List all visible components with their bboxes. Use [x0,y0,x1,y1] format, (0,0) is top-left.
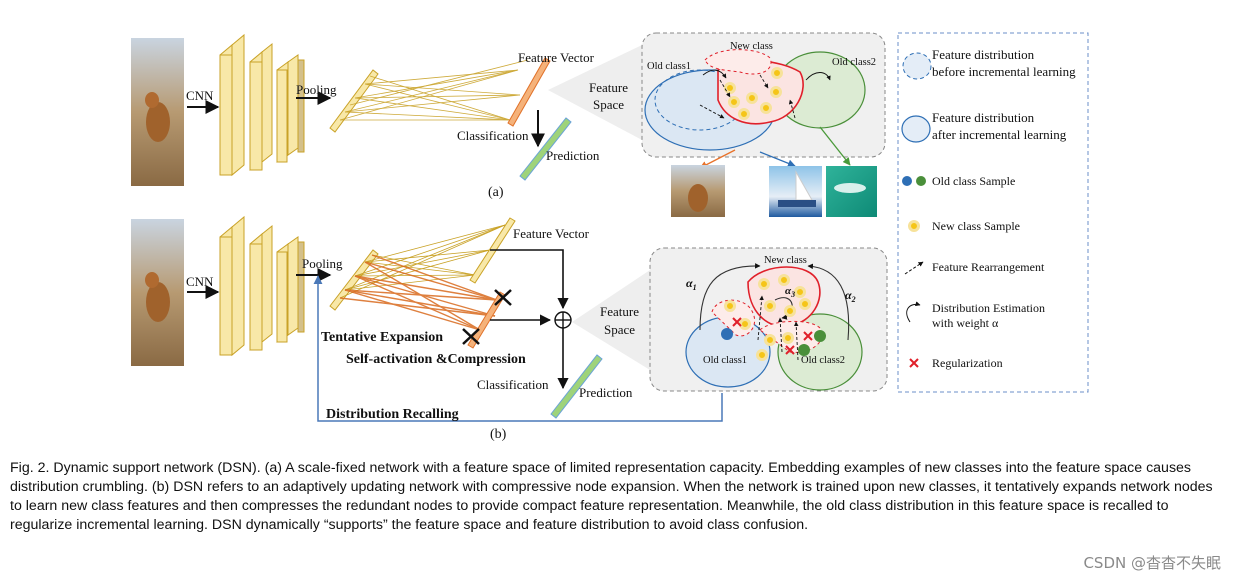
old-class2-label-b: Old class2 [801,355,845,366]
legend-regularization: Regularization [932,356,1003,370]
pooled-vector-b [329,249,379,311]
legend-rearrangement-icon [904,261,924,275]
feature-space-panel-b: New class Old class1 Old class2 α1 α2 α3 [649,247,888,392]
new-class-label-a: New class [730,41,773,52]
sum-node [554,311,572,329]
legend-after-icon [901,115,931,143]
pooling-label-b: Pooling [302,256,343,271]
fc-connections-b [339,224,506,299]
alpha3-label: α3 [785,285,795,299]
legend-rearrangement: Feature Rearrangement [932,260,1045,274]
fc-connections-a [339,59,529,121]
legend-after-line2: after incremental learning [932,127,1067,142]
legend-new-sample-icon [908,220,920,232]
arrow-out-boat [759,151,796,168]
legend-before-line1: Feature distribution [932,47,1035,62]
alpha2-label: α2 [845,288,856,304]
prediction-label-a: Prediction [546,148,600,163]
input-image-b [131,219,184,366]
feature-space-panel-a: New class Old class1 Old class2 [641,32,886,158]
prediction-label-b: Prediction [579,385,633,400]
pooling-label-a: Pooling [296,82,337,97]
pruned-node-mark-2 [462,328,480,345]
alpha1-label: α1 [686,276,697,292]
input-image-a [131,38,184,186]
zoom-wedge-a [548,45,642,140]
classification-label-b: Classification [477,377,549,392]
feature-space-label-b1: Feature [600,304,639,319]
legend-before-icon [902,52,932,80]
figure-caption: Fig. 2. Dynamic support network (DSN). (… [10,460,1213,533]
legend-old-sample-green [916,176,926,186]
old-class1-label-a: Old class1 [647,61,691,72]
legend-new-sample: New class Sample [932,219,1020,233]
self-activation-label: Self-activation &Compression [346,352,526,367]
classification-label-a: Classification [457,128,529,143]
cnn-layers-b [219,215,305,357]
legend-old-sample: Old class Sample [932,174,1015,188]
new-class-label-b: New class [764,255,807,266]
legend-estimation-icon [906,301,921,323]
feature-space-label-b2: Space [604,322,635,337]
pruned-node-mark-1 [494,289,512,306]
prediction-vector-b [550,354,603,419]
output-image-fish [826,166,877,217]
cnn-label-a: CNN [186,88,214,103]
distribution-recalling-line [313,275,723,422]
feature-space-label-a2: Space [593,97,624,112]
panel-a-label: (a) [488,185,504,200]
arrow-to-sum-top [490,249,569,310]
feature-vector-label-b: Feature Vector [513,226,590,241]
old-class1-label-b: Old class1 [703,355,747,366]
prediction-vector-a [519,117,572,181]
panel-b-label: (b) [490,427,507,442]
arrow-out-fish [819,126,851,166]
pooled-vector-a [329,69,379,133]
legend-regularization-icon [909,358,919,368]
watermark: CSDN @杳杳不失眠 [1083,554,1221,572]
panel-b: CNN Pooling Feature Ve [131,215,888,442]
fc-expansion-b [339,254,498,331]
legend: Feature distribution before incremental … [897,32,1089,393]
legend-after-line1: Feature distribution [932,110,1035,125]
old-class2-label-a: Old class2 [832,57,876,68]
output-image-boat [769,166,822,217]
panel-a: CNN Pooling Feature Vector [131,32,886,217]
feature-vector-label-a: Feature Vector [518,50,595,65]
legend-estimation-line2: with weight α [932,316,999,330]
legend-old-sample-blue [902,176,912,186]
legend-before-line2: before incremental learning [932,64,1076,79]
feature-space-label-a1: Feature [589,80,628,95]
dsn-figure: CNN Pooling Feature Vector [131,32,1089,442]
distribution-recalling-label: Distribution Recalling [326,407,459,422]
feature-vector-a [507,57,551,127]
tentative-expansion-label: Tentative Expansion [321,330,443,345]
legend-estimation-line1: Distribution Estimation [932,301,1045,315]
output-image-dog [671,165,725,217]
cnn-label-b: CNN [186,274,214,289]
zoom-wedge-b [572,270,650,370]
cnn-layers-a [219,33,305,177]
